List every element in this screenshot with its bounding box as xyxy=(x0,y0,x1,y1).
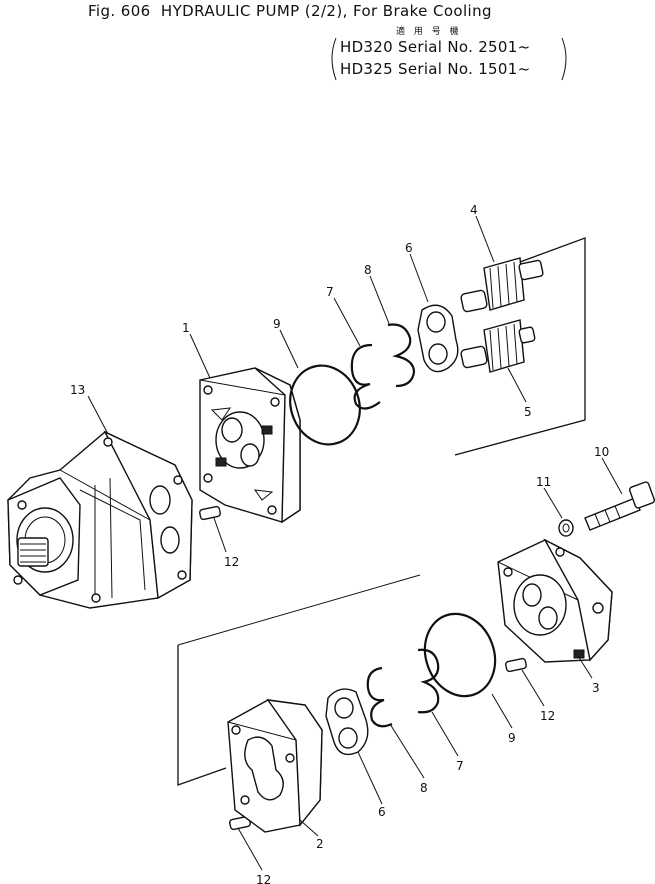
callout-3: 3 xyxy=(592,681,600,695)
leader-lines xyxy=(87,215,623,871)
backup-ring-8-lower xyxy=(366,666,393,728)
frame-lower xyxy=(177,645,227,786)
thrust-plate-6-upper xyxy=(417,304,459,373)
callout-6-upper: 6 xyxy=(405,241,413,255)
applicability-label: 適 用 号 機 xyxy=(396,27,462,37)
bolt-10 xyxy=(584,481,655,531)
pump-body-13 xyxy=(7,430,193,609)
callout-8-lower: 8 xyxy=(420,781,428,795)
serial-line-hd320: HD320 Serial No. 2501~ xyxy=(340,38,531,56)
backup-ring-7-upper xyxy=(350,343,381,410)
callout-6-lower: 6 xyxy=(378,805,386,819)
dowel-pin-12-a xyxy=(199,505,221,521)
callout-9-lower: 9 xyxy=(508,731,516,745)
callout-8-upper: 8 xyxy=(364,263,372,277)
frame-lower-top xyxy=(177,574,421,646)
callout-12-c: 12 xyxy=(256,873,271,884)
o-ring-9-upper xyxy=(289,364,361,446)
callout-1: 1 xyxy=(182,321,190,335)
callout-7-upper: 7 xyxy=(326,285,334,299)
callout-7-lower: 7 xyxy=(456,759,464,773)
callout-4: 4 xyxy=(470,203,478,217)
callout-10: 10 xyxy=(594,445,609,459)
callout-5: 5 xyxy=(524,405,532,419)
serial-line-hd325: HD325 Serial No. 1501~ xyxy=(340,60,531,78)
gear-case-2 xyxy=(227,699,323,833)
figure-title: Fig. 606 HYDRAULIC PUMP (2/2), For Brake… xyxy=(88,2,492,20)
callout-13: 13 xyxy=(70,383,85,397)
right-paren xyxy=(561,37,567,81)
callout-12-b: 12 xyxy=(540,709,555,723)
callout-11: 11 xyxy=(536,475,551,489)
rear-cover-3 xyxy=(497,538,613,663)
backup-ring-8-upper xyxy=(387,323,416,388)
washer-11 xyxy=(558,519,574,537)
cover-plate-1 xyxy=(199,367,301,524)
driven-gear-5 xyxy=(460,319,536,373)
callout-12-a: 12 xyxy=(224,555,239,569)
callout-9-upper: 9 xyxy=(273,317,281,331)
thrust-plate-6-lower xyxy=(325,688,369,756)
callout-labels: 1 2 3 4 5 6 6 7 7 8 8 9 9 10 11 12 12 12… xyxy=(70,203,609,884)
callout-2: 2 xyxy=(316,837,324,851)
left-paren xyxy=(331,37,337,81)
o-ring-9-lower xyxy=(423,612,497,698)
drive-gear-4 xyxy=(460,257,544,313)
backup-ring-7-lower xyxy=(417,648,440,714)
frame-upper xyxy=(454,237,586,456)
dowel-pin-12-b xyxy=(505,657,527,673)
